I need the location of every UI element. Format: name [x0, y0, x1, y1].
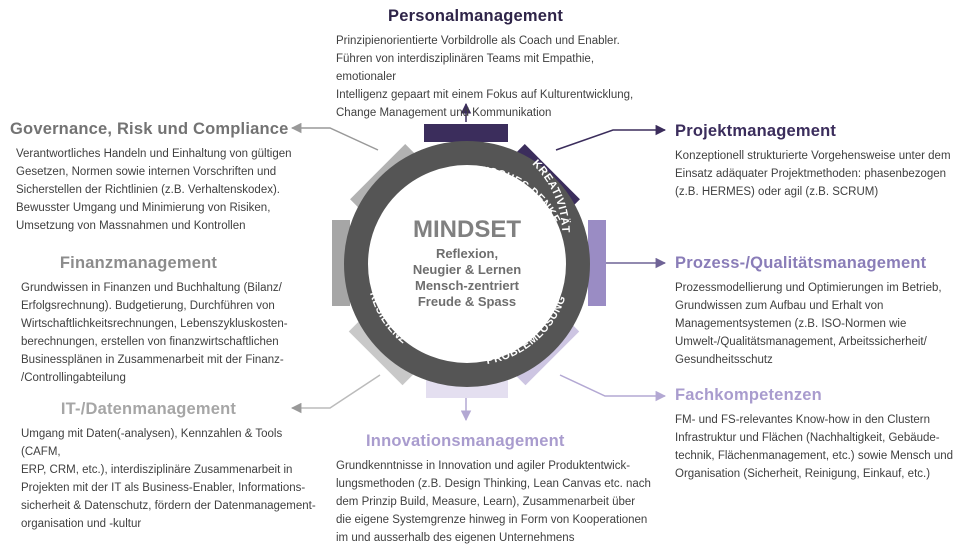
- section-personal-text: Prinzipienorientierte Vorbildrolle als C…: [336, 35, 634, 119]
- section-it-title: IT-/Datenmanagement: [60, 400, 237, 418]
- section-governance-title: Governance, Risk und Compliance: [10, 120, 289, 138]
- center-line-2: Neugier & Lernen: [413, 262, 521, 277]
- section-finanz-title: Finanzmanagement: [59, 254, 218, 272]
- section-innovation: Innovationsmanagement Grundkenntnisse in…: [336, 432, 661, 547]
- section-projekt-title: Projektmanagement: [675, 122, 837, 140]
- section-finanz: Finanzmanagement Grundwissen in Finanzen…: [21, 254, 306, 387]
- center-line-3: Mensch-zentriert: [415, 278, 520, 293]
- section-prozess-text: Prozessmodellierung und Optimierungen im…: [675, 282, 942, 366]
- mindset-ring: [344, 141, 590, 387]
- connector-projekt: [555, 124, 667, 151]
- section-innovation-text: Grundkenntnisse in Innovation und agiler…: [336, 460, 651, 544]
- section-projekt: Projektmanagement Konzeptionell struktur…: [675, 122, 960, 201]
- center-title: MINDSET: [413, 216, 521, 243]
- section-projekt-text: Konzeptionell strukturierte Vorgehenswei…: [675, 150, 951, 198]
- section-innovation-title: Innovationsmanagement: [366, 432, 565, 450]
- segment-personal: [424, 124, 508, 142]
- section-prozess: Prozess-/Qualitätsmanagement Prozessmode…: [675, 254, 960, 369]
- connector-governance: [290, 122, 379, 151]
- center-line-4: Freude & Spass: [418, 294, 516, 309]
- connector-it: [290, 374, 381, 414]
- section-personal-title: Personalmanagement: [388, 7, 564, 25]
- section-governance: Governance, Risk und Compliance Verantwo…: [10, 120, 295, 235]
- section-fach: Fachkompetenzen FM- und FS-relevantes Kn…: [675, 386, 960, 483]
- section-prozess-title: Prozess-/Qualitätsmanagement: [675, 254, 927, 272]
- section-finanz-text: Grundwissen in Finanzen und Buchhaltung …: [21, 282, 288, 384]
- section-fach-text: FM- und FS-relevantes Know-how in den Cl…: [675, 414, 954, 480]
- segment-finanz: [332, 220, 350, 306]
- section-personal: Personalmanagement Prinzipienorientierte…: [336, 7, 656, 122]
- section-it: IT-/Datenmanagement Umgang mit Daten(-an…: [21, 400, 316, 533]
- connector-fach: [559, 374, 667, 402]
- section-it-text: Umgang mit Daten(-analysen), Kennzahlen …: [21, 428, 316, 530]
- center-line-1: Reflexion,: [436, 246, 498, 261]
- section-governance-text: Verantwortliches Handeln und Einhaltung …: [16, 148, 292, 232]
- section-fach-title: Fachkompetenzen: [675, 386, 822, 404]
- segment-prozess: [588, 220, 606, 306]
